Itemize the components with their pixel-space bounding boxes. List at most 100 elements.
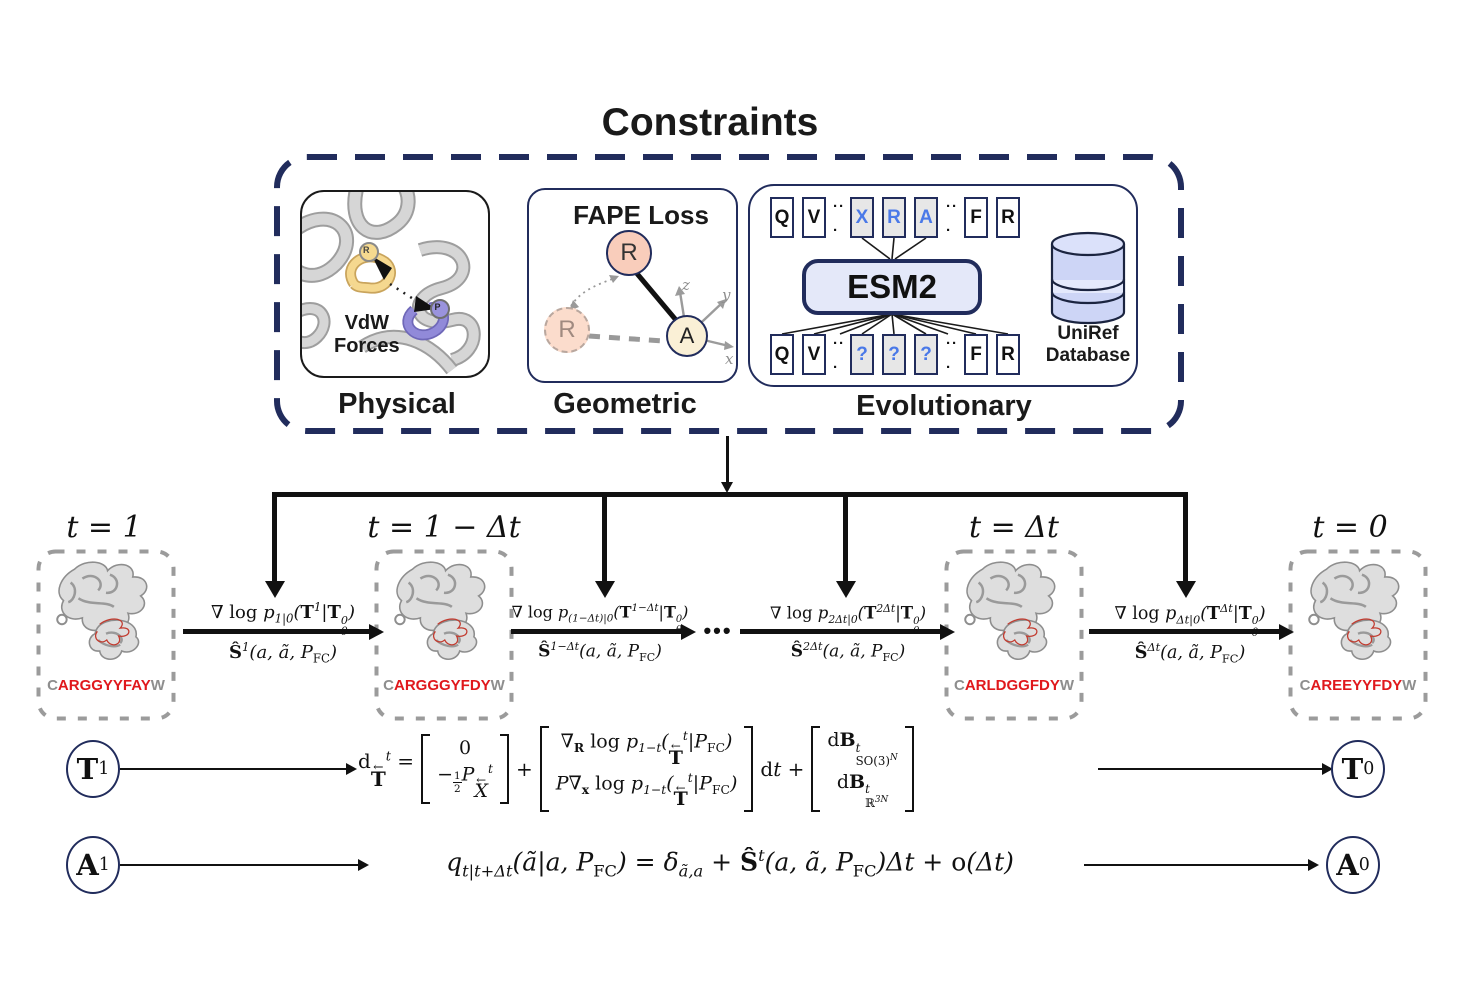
fape-loss-title: FAPE Loss [573,200,709,230]
state-sequence: CAREEYYFDYW [1299,677,1417,694]
sequence-token: V [802,334,826,375]
transition-formula-bottom: Ŝ2Δt(a, ã, PFC) [790,640,906,665]
sequence-token: Q [770,334,794,375]
physical-caption: Physical [338,388,456,420]
arrowhead-icon [940,623,955,640]
axis-label-y: y [722,286,731,304]
geometric-panel: FAPE Loss R R A z y x [527,188,738,383]
ellipsis-dots: ··· [833,335,845,376]
r-badge-label: R [363,245,370,255]
geometric-caption: Geometric [553,388,697,420]
sequence-token-unknown: ? [914,334,938,375]
geometric-graphic [569,268,734,350]
transition-formula-bottom: Ŝ1(a, ã, PFC) [228,640,338,666]
jump-equation: qt|t+Δt(ã|a, PFC) = δã,a + Ŝt(a, ã, PFC)… [446,846,1014,881]
state-box-t1mdt: CARGGGYFDYW [374,549,514,721]
sequence-token-masked: R [882,197,906,238]
sequence-token-unknown: ? [882,334,906,375]
p-badge-label: P [434,302,441,312]
state-sequence: CARGGYYFAYW [47,677,165,694]
state-box-t0: CAREEYYFDYW [1288,549,1428,721]
state-sequence: CARGGGYFDYW [383,677,505,694]
physical-panel: R P VdW Forces [300,190,490,378]
arrowhead-icon [265,581,285,598]
sequence-token-unknown: ? [850,334,874,375]
arrowhead-icon [1322,762,1333,775]
drop-arrow-1 [272,494,277,582]
ellipsis-dots: ··· [946,335,958,376]
uniref-database-label: UniRef Database [1045,323,1131,366]
arrowhead-icon [681,623,696,640]
ellipsis-dots: ··· [833,198,845,239]
drop-arrow-4 [1183,494,1188,582]
timeline-ellipsis: ••• [703,618,733,643]
sde-dt-plus: dt + [760,757,805,781]
transition-arrow-1 [183,629,369,634]
protein-structure-image [949,555,1079,673]
time-label: t = 1 [66,510,142,545]
vdw-forces-label: VdW Forces [334,312,400,357]
sequence-token: R [996,197,1020,238]
sequence-token: Q [770,197,794,238]
evolutionary-caption: Evolutionary [856,390,1032,422]
t-row-right-arrow [1098,767,1324,770]
arrowhead-icon [595,581,615,598]
sde-plus: + [515,757,533,781]
arrowhead-icon [836,581,856,598]
time-label: t = Δt [969,510,1059,545]
uniref-database-icon [1050,231,1126,325]
arrowhead-icon [1308,858,1319,871]
figure-title: Constraints [601,101,819,144]
transition-formula-bottom: Ŝ1−Δt(a, ã, PFC) [538,640,662,665]
drop-arrow-3 [843,494,848,582]
state-box-dt: CARLDGGFDYW [944,549,1084,721]
distribution-line [272,492,1188,497]
protein-structure-image [379,555,509,673]
drop-arrow-2 [602,494,607,582]
physical-image [302,192,481,375]
a-row-left-arrow [120,863,360,866]
arrowhead-icon [1279,623,1294,640]
sequence-token: R [996,334,1020,375]
arrowhead-icon [721,482,733,493]
transition-arrow-2 [511,629,681,634]
node-a: A [666,315,708,357]
node-r: R [606,230,652,276]
constraints-output-arrow [726,436,729,484]
sequence-token: F [964,334,988,375]
node-r-ghost: R [544,307,590,353]
ellipsis-dots: ··· [946,198,958,239]
protein-structure-image [1293,555,1423,673]
sequence-token: V [802,197,826,238]
evolutionary-panel: Q V ··· X R A ··· F R ESM2 Q V ··· ? ? ?… [748,184,1138,387]
a-row-right-arrow [1084,863,1310,866]
arrowhead-icon [369,623,384,640]
state-box-t1: CARGGYYFAYW [36,549,176,721]
t-row-left-arrow [120,767,348,770]
arrowhead-icon [1176,581,1196,598]
esm2-box: ESM2 [802,259,982,315]
transition-arrow-4 [1089,629,1279,634]
axis-label-x: x [725,350,734,368]
time-label: t = 1 − Δt [367,510,521,545]
evolutionary-graphic [781,231,1126,335]
arrowhead-icon [346,762,357,775]
protein-structure-image [41,555,171,673]
sequence-token-masked: X [850,197,874,238]
arrowhead-icon [358,858,369,871]
axis-label-z: z [682,276,690,294]
transition-formula-bottom: ŜΔt(a, ã, PFC) [1134,640,1246,666]
time-label: t = 0 [1312,510,1388,545]
